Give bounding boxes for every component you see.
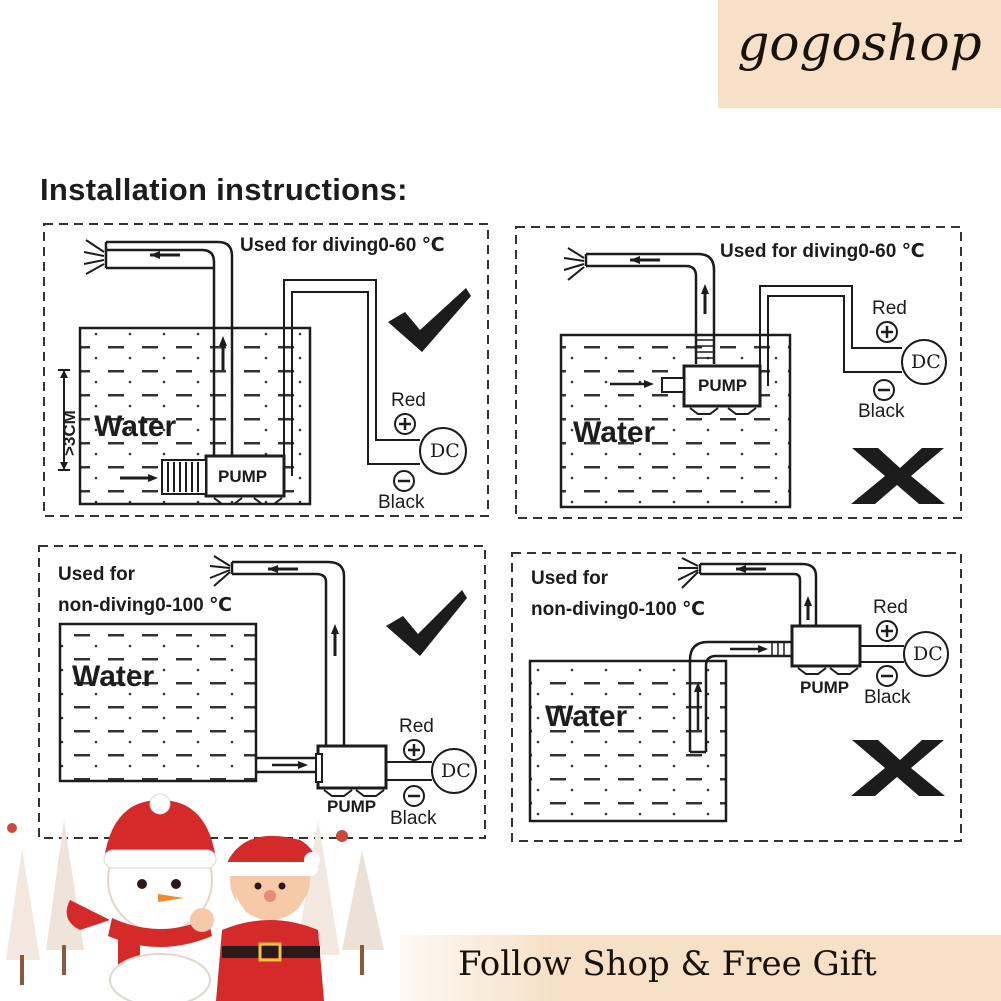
panel-3-pump: [316, 744, 388, 790]
panel-3-check-icon: [386, 590, 467, 656]
panel-2-outlet-pipe: [586, 252, 716, 364]
panel-4-dc-label: DC: [913, 643, 943, 665]
panel-4-minus-icon: [876, 665, 898, 687]
christmas-decoration: [6, 793, 384, 1001]
panel-1-black-label: Black: [378, 492, 425, 513]
panel-4-frame: [511, 552, 962, 842]
panel-4-intake-pipe: [688, 640, 792, 752]
panel-3-black-label: Black: [390, 808, 437, 829]
panel-1-depth-label: >3CM: [60, 410, 79, 456]
panel-1-check-icon: [388, 288, 471, 352]
panel-2-power-cable: [759, 285, 902, 386]
panel-2-black-label: Black: [858, 401, 905, 422]
panel-3-usage-label-line2: non-diving0-100 ℃: [58, 595, 232, 616]
page-title: Installation instructions:: [40, 172, 408, 207]
panel-3-water-label: Water: [72, 660, 155, 693]
panel-2-minus-icon: [873, 379, 895, 401]
panel-2-artwork: [559, 247, 947, 509]
panel-3-power-cable: [386, 761, 432, 781]
panel-2-pump: [682, 364, 762, 408]
panel-3-artwork: [58, 555, 477, 807]
panel-3-red-label: Red: [399, 716, 434, 737]
panel-3-pump-label: PUMP: [327, 797, 377, 816]
panel-3-dc-label: DC: [441, 760, 471, 782]
brand-logo-text: gogoshop: [737, 14, 982, 72]
panel-4-dc-source: [903, 631, 949, 677]
panel-4-black-label: Black: [864, 687, 911, 708]
panel-4-cross-icon: [851, 740, 945, 796]
panel-2-water-tank: [559, 333, 792, 509]
panel-4-artwork: [528, 557, 949, 823]
panel-4-red-label: Red: [873, 597, 908, 618]
panel-1-pump-label: PUMP: [218, 467, 268, 486]
panel-2-water-label: Water: [573, 416, 656, 449]
panel-4-usage-label-line2: non-diving0-100 ℃: [531, 599, 705, 620]
panel-2-dc-source: [901, 339, 947, 385]
panel-1-usage-label: Used for diving0-60 ℃: [240, 235, 445, 256]
panel-4-usage-label-line1: Used for: [531, 568, 609, 589]
panel-1-water-label: Water: [94, 410, 177, 443]
footer-banner: [400, 935, 1001, 1001]
panel-2-cross-icon: [851, 448, 945, 504]
panel-2-frame: [515, 226, 962, 519]
panel-1-dc-source: [419, 427, 467, 475]
panel-1-dc-label: DC: [430, 440, 460, 462]
panel-3-plus-icon: [403, 739, 425, 761]
panel-1-frame: [43, 223, 489, 517]
panel-4-power-cable: [860, 645, 904, 663]
panel-4-pump-label: PUMP: [800, 678, 850, 697]
brand-banner: [718, 0, 1001, 108]
follow-shop-promo[interactable]: Follow Shop & Free Gift: [458, 944, 877, 984]
panel-4-plus-icon: [876, 620, 898, 642]
panel-3-intake-pipe: [256, 756, 318, 774]
panel-3-dc-source: [431, 748, 477, 794]
panel-4-pump: [790, 624, 862, 668]
panel-1-red-label: Red: [391, 390, 426, 411]
panel-4-outlet-pipe: [700, 562, 818, 626]
panel-2-plus-icon: [876, 321, 898, 343]
panel-4-water-tank: [528, 659, 728, 823]
snow-tree-icon: [6, 848, 40, 960]
panel-2-dc-label: DC: [911, 351, 941, 373]
panel-2-pump-label: PUMP: [698, 376, 748, 395]
panel-1-plus-icon: [394, 413, 416, 435]
panel-4-water-label: Water: [545, 700, 628, 733]
panel-3-usage-label-line1: Used for: [58, 564, 136, 585]
panel-2-red-label: Red: [872, 298, 907, 319]
panel-3-minus-icon: [403, 785, 425, 807]
panel-2-usage-label: Used for diving0-60 ℃: [720, 241, 925, 262]
panel-1-minus-icon: [393, 470, 415, 492]
panel-1-outlet-pipe: [106, 240, 234, 456]
panel-1-artwork: [58, 239, 471, 506]
panel-3-outlet-pipe: [232, 560, 346, 746]
panel-3-water-tank: [58, 622, 258, 783]
panel-1-power-cable: [283, 279, 420, 476]
